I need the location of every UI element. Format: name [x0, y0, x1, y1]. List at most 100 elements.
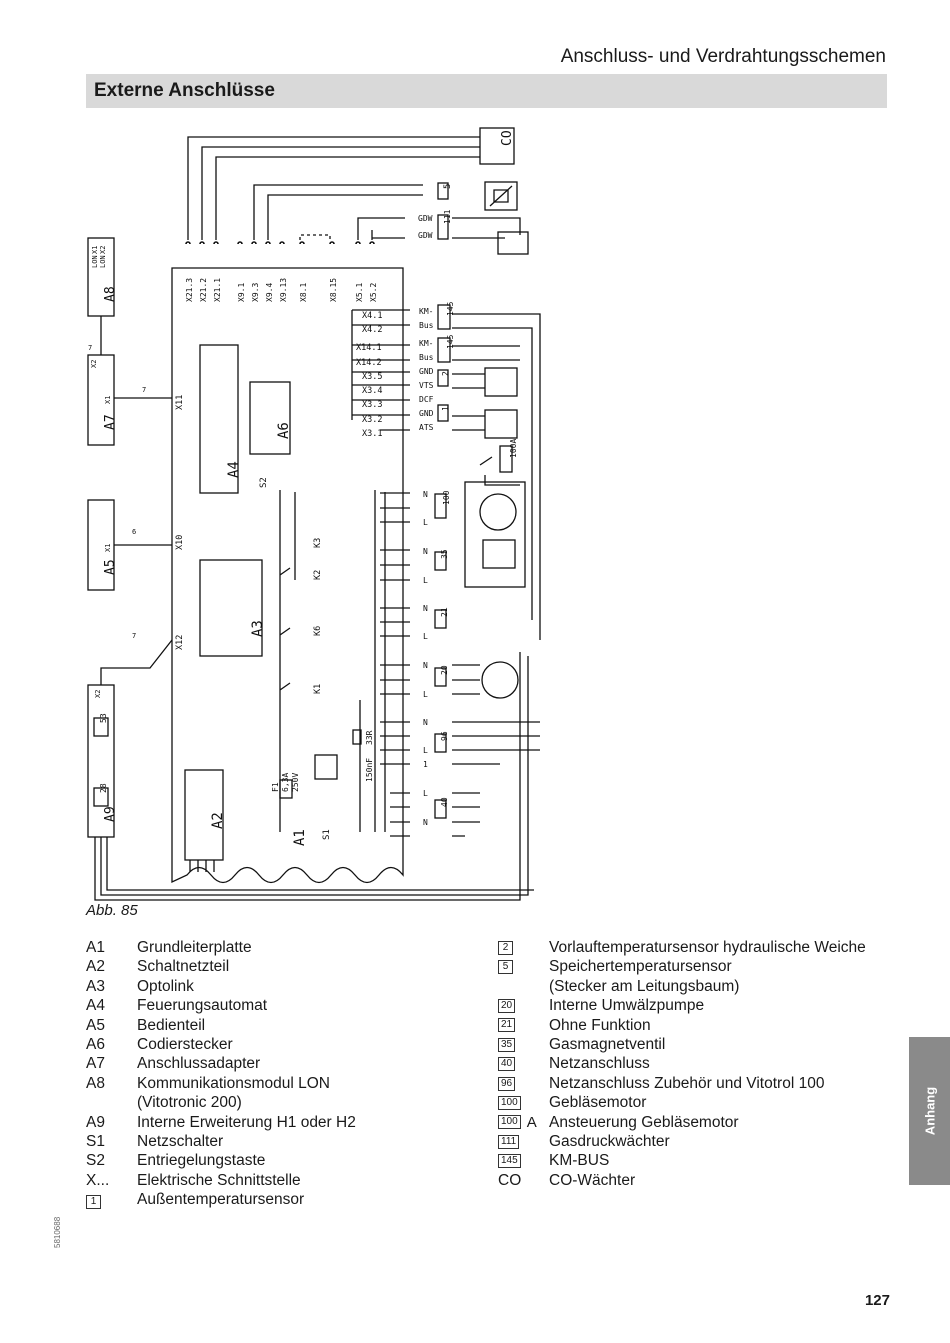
- gdw-wires: [357, 217, 405, 240]
- plug-100-box: [434, 493, 447, 519]
- header-title: Anschluss- und Verdrahtungsschemen: [560, 46, 886, 67]
- top-connectors: [185, 241, 375, 245]
- legend-code: S2: [86, 1152, 105, 1170]
- legend-code: A3: [86, 977, 105, 995]
- right-bus-wires: [452, 313, 541, 640]
- legend-boxed-code: 1: [86, 1195, 101, 1210]
- sensor1-symbol: [484, 409, 518, 439]
- x-label-top: X9.1: [237, 283, 246, 302]
- relay-k3: K3: [313, 538, 323, 548]
- legend-code: [498, 977, 549, 996]
- x-label-right: X4.2: [362, 325, 382, 335]
- a9-wire-count: 7: [132, 632, 136, 640]
- plug-96-label: 96: [440, 731, 449, 741]
- plug-111-label: 111: [443, 209, 452, 224]
- terminal-label: N: [423, 547, 428, 556]
- plug-21-box: [434, 609, 447, 629]
- rc-text: 150nF: [365, 758, 374, 782]
- legend-boxed-code: 5: [498, 960, 513, 975]
- x-label-right: X3.1: [362, 429, 382, 439]
- a9-label: A9: [103, 806, 118, 822]
- a7-label: A7: [103, 414, 118, 430]
- pin-label: KM-: [419, 339, 433, 348]
- plug-20-label: 20: [440, 665, 449, 675]
- terminal-label: L: [423, 576, 428, 585]
- legend-text: CO-Wächter: [549, 1171, 636, 1189]
- plug-111-box: [437, 214, 449, 240]
- x-label-right: X14.1: [356, 343, 382, 353]
- figure-caption: Abb. 85: [86, 902, 138, 919]
- fan-gasvalve-frame: [464, 481, 526, 588]
- a7-wire-count-2: 7: [142, 386, 146, 394]
- page-number: 127: [864, 1292, 890, 1309]
- a8-label: A8: [103, 286, 118, 302]
- external-terminals: [452, 664, 540, 837]
- a5-x1: X1: [104, 544, 112, 552]
- legend-text: Netzanschluss: [549, 1055, 650, 1073]
- legend-boxed-code: 100: [498, 1115, 521, 1130]
- terminal-labels: N L N L N L N L N L 1 L N: [423, 490, 428, 827]
- terminal-label: L: [423, 518, 428, 527]
- legend-code: A1: [86, 939, 105, 956]
- a8-inner-text: X2: [99, 246, 107, 254]
- left-module-wires: [94, 316, 534, 901]
- relay-k1: K1: [313, 684, 323, 694]
- s1-label: S1: [322, 829, 332, 840]
- plug-2-label: 2: [441, 371, 450, 376]
- fan-control-wire: [479, 456, 520, 486]
- legend-text: Elektrische Schnittstelle: [137, 1171, 301, 1189]
- a8-inner: LON LON X1 X2: [91, 246, 107, 268]
- terminal-label: N: [423, 604, 428, 613]
- side-tab-label: Anhang: [922, 1086, 937, 1136]
- fuse-text: 250V: [291, 773, 300, 792]
- legend-code: A4: [86, 997, 105, 1015]
- a7-x1: X1: [104, 396, 112, 404]
- legend-text: Feuerungsautomat: [137, 997, 268, 1015]
- legend-code: A6: [86, 1036, 105, 1054]
- legend-text: Netzanschluss Zubehör und Vitotrol 100: [549, 1074, 825, 1092]
- legend-text: Interne Umwälzpumpe: [549, 997, 705, 1015]
- a2-arrows: [189, 860, 215, 872]
- pin-label: KM-: [419, 307, 433, 316]
- plug-53-box: [93, 717, 109, 737]
- pin-label: Bus: [419, 353, 434, 362]
- legend-row: X...Elektrische Schnittstelle: [86, 1171, 356, 1190]
- legend-code: S1: [86, 1133, 105, 1151]
- plug-2-box: [437, 369, 449, 387]
- gas-pressure-switch: [497, 231, 529, 255]
- plug-40-label: 40: [440, 797, 449, 807]
- pin-label: ATS: [419, 423, 434, 432]
- pin-gdw-1: GDW: [418, 214, 433, 223]
- x-label-top: X9.3: [251, 283, 260, 302]
- legend-text: Speichertemperatursensor: [549, 958, 732, 976]
- legend-text: (Stecker am Leitungsbaum): [549, 977, 740, 995]
- plug-35-box: [434, 551, 447, 571]
- x-label-right: X3.3: [362, 400, 382, 410]
- legend-text: Interne Erweiterung H1 oder H2: [137, 1113, 356, 1131]
- s2-label: S2: [259, 477, 269, 488]
- legend-row: 5 Speichertemperatursensor: [498, 957, 866, 976]
- plug-145-box-b: [437, 337, 451, 363]
- legend-code: A5: [86, 1016, 105, 1034]
- legend-boxed-code: 2: [498, 940, 513, 955]
- x-label-right: X14.2: [356, 358, 382, 368]
- pin-label: GND: [419, 367, 434, 376]
- right-pins: KM- Bus KM- Bus GND VTS DCF GND ATS: [419, 307, 434, 432]
- x-label-top: X21.3: [185, 278, 194, 302]
- a6-box: [249, 381, 291, 455]
- a2-label: A2: [210, 812, 226, 829]
- side-tab[interactable]: Anhang: [909, 1037, 950, 1185]
- a4-box: [199, 344, 239, 494]
- terminal-label: L: [423, 632, 428, 641]
